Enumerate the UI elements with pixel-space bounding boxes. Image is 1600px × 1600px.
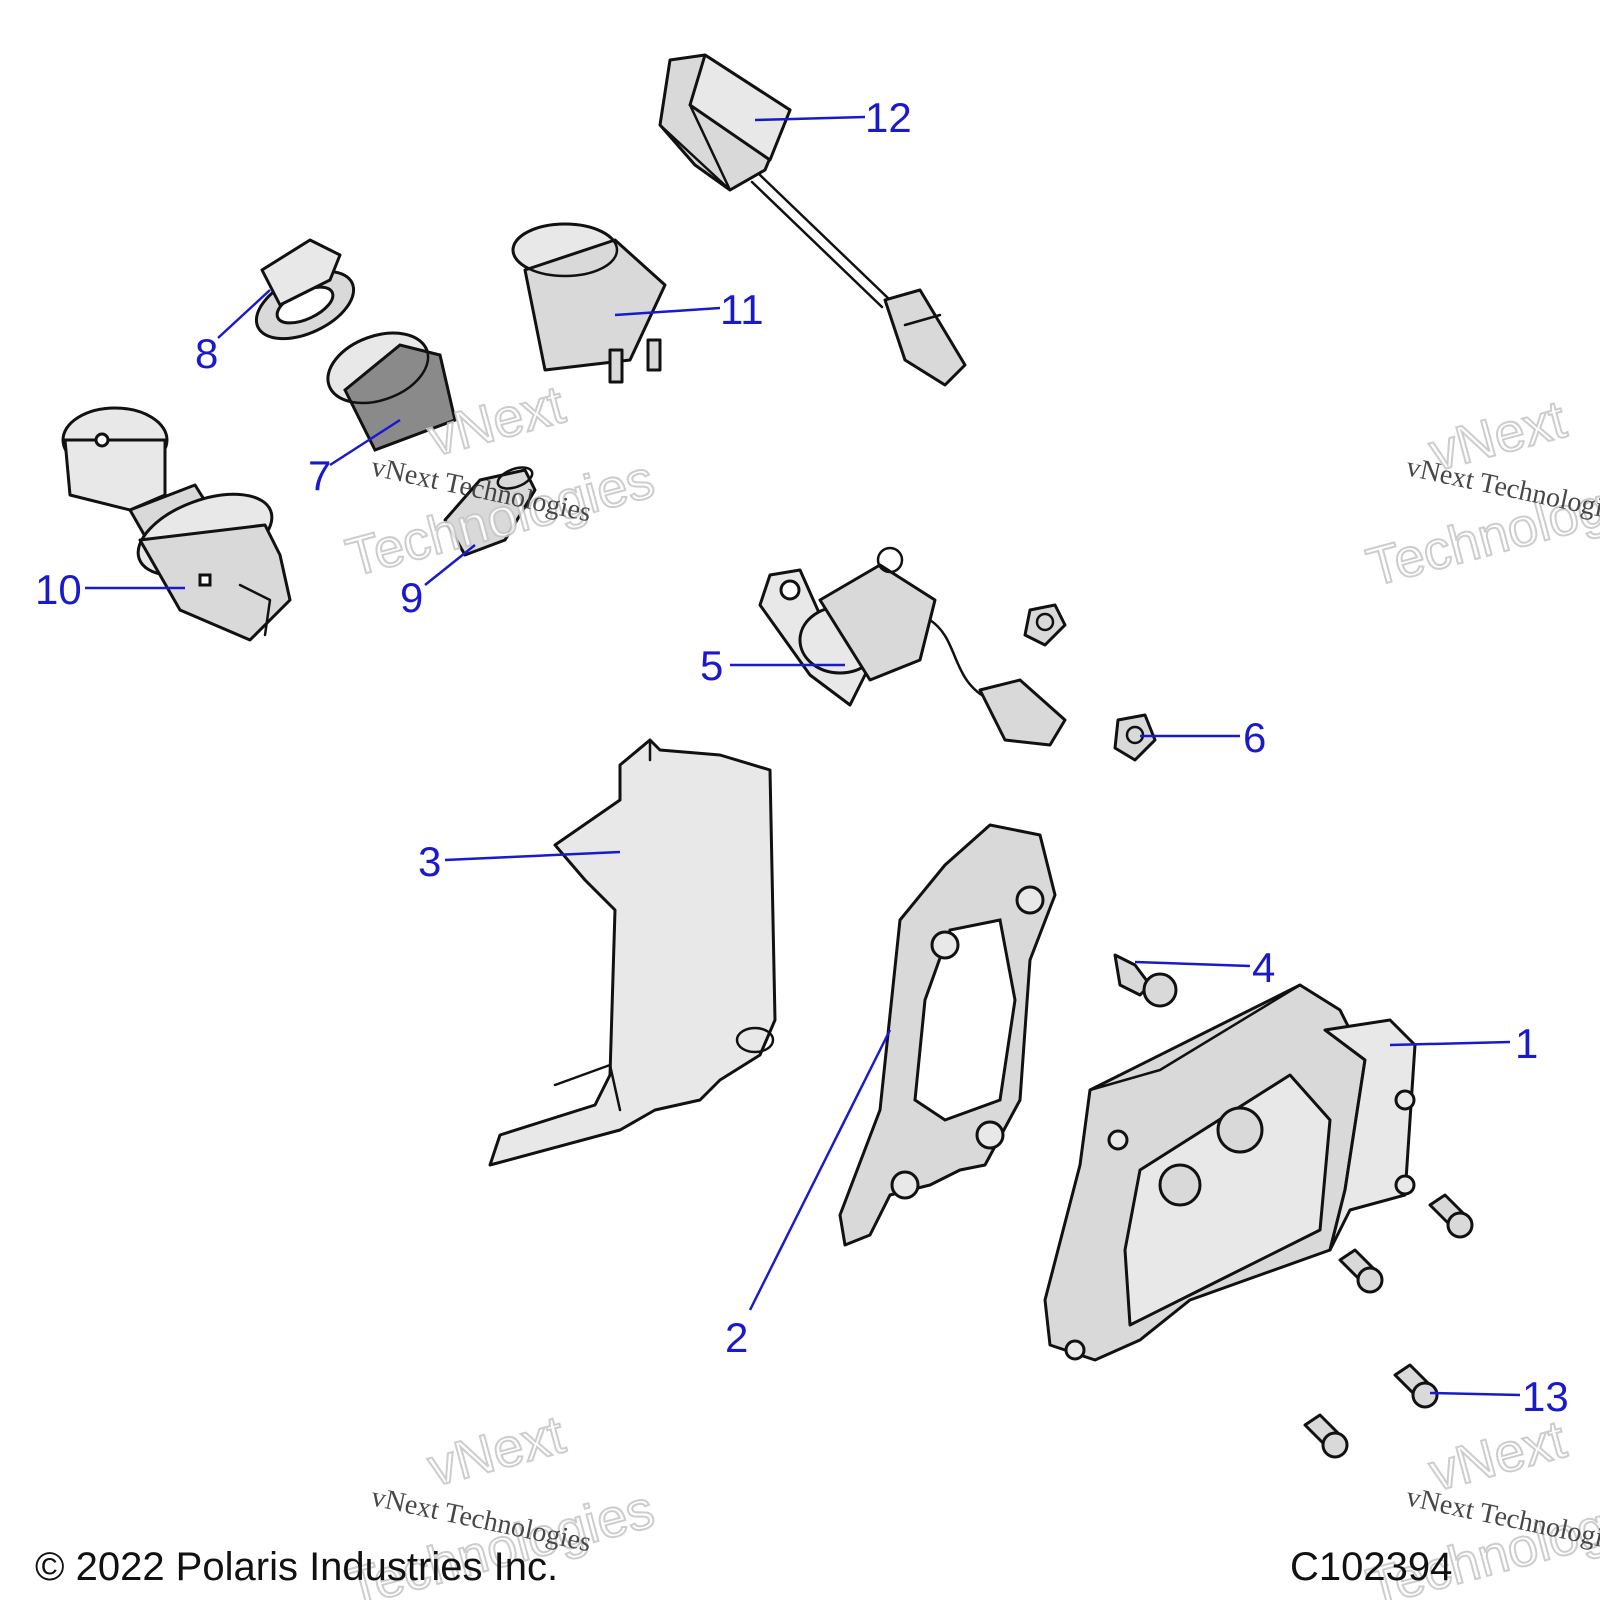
part-11-relay: [511, 222, 667, 384]
leader-1: [1389, 1040, 1511, 1047]
callout-3: 3: [418, 838, 441, 885]
callout-9: 9: [400, 574, 423, 621]
part-5-sensor: [758, 546, 1067, 747]
callout-13: 13: [1522, 1373, 1569, 1420]
drawing-id: C102394: [1290, 1545, 1452, 1589]
leader-8: [217, 289, 271, 339]
callout-4: 4: [1252, 944, 1275, 991]
leader-7: [329, 418, 401, 467]
copyright-text: © 2022 Polaris Industries Inc.: [35, 1545, 558, 1589]
leader-3: [444, 850, 621, 862]
callout-6: 6: [1243, 714, 1266, 761]
part-7-socket: [326, 331, 457, 452]
part-1-ecu: [1043, 983, 1417, 1362]
callout-11: 11: [720, 286, 764, 333]
leader-11: [614, 306, 721, 317]
callout-7: 7: [308, 452, 331, 499]
callout-1: 1: [1515, 1020, 1538, 1067]
callout-12: 12: [865, 94, 912, 141]
callout-2: 2: [725, 1314, 748, 1361]
callout-8: 8: [195, 330, 218, 377]
part-10-switch: [61, 406, 292, 642]
leader-12: [754, 115, 866, 122]
part-8-ring: [254, 238, 356, 341]
leader-9: [424, 544, 476, 586]
callout-5: 5: [700, 642, 723, 689]
callout-numbers: 12 11 8 7 9 10 5 6 3 4 1 2 13: [35, 94, 1569, 1420]
part-2-bracket: [838, 823, 1057, 1247]
part-13-screws: [1303, 1193, 1474, 1459]
part-4-pin: [1113, 953, 1178, 1008]
part-12-sensor: [658, 53, 967, 387]
callout-10: 10: [35, 566, 82, 613]
part-3-cover: [488, 738, 777, 1167]
leader-4: [1134, 960, 1251, 968]
part-6-bolt: [1023, 603, 1157, 762]
leader-2: [748, 1029, 892, 1311]
watermark-vnext: vNext: [422, 1404, 571, 1498]
leader-lines: [85, 115, 1521, 1397]
part-9-connector: [443, 466, 537, 557]
leader-13: [1429, 1391, 1521, 1397]
